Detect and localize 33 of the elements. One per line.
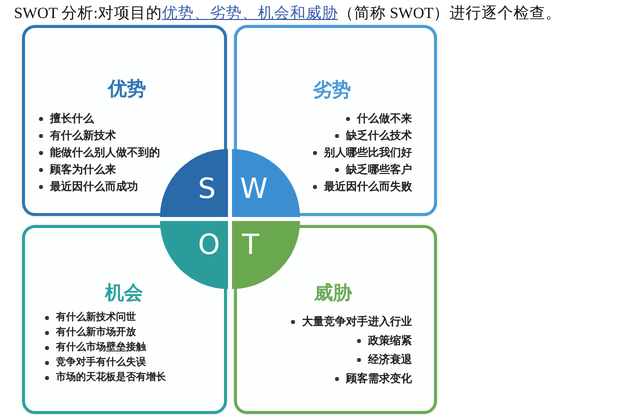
bullet-item: 市场的天花板是否有增长 [43, 370, 166, 385]
segment-letter: S [198, 175, 216, 203]
card-heading: 劣势 [313, 81, 351, 100]
quarter-circle-segment [232, 221, 300, 289]
bullet-item: 大量竞争对手进入行业 [289, 312, 412, 331]
bullet-item: 擅长什么 [37, 110, 94, 127]
bullet-item: 顾客为什么来 [37, 161, 116, 178]
bullet-item: 缺乏什么技术 [333, 127, 412, 144]
card-heading: 机会 [105, 284, 143, 303]
segment-letter: W [240, 175, 268, 203]
bullet-item: 什么做不来 [344, 110, 412, 127]
bullet-item: 别人哪些比我们好 [311, 144, 412, 161]
bullet-item: 能做什么别人做不到的 [37, 144, 160, 161]
bullet-item: 最近因什么而失败 [311, 178, 412, 195]
bullet-item: 竞争对手有什么失误 [43, 355, 146, 370]
bullet-item: 有什么新技术问世 [43, 310, 136, 325]
bullet-item: 有什么新技术 [37, 127, 116, 144]
bullet-item: 经济衰退 [355, 350, 412, 369]
bullet-item: 缺乏哪些客户 [333, 161, 412, 178]
quadrant-card [234, 225, 437, 414]
bullet-item: 最近因什么而成功 [37, 178, 138, 195]
quadrant-card [22, 25, 227, 216]
segment-letter: T [242, 231, 260, 259]
card-heading: 威胁 [314, 284, 352, 303]
bullet-item: 有什么新市场开放 [43, 325, 136, 340]
bullet-item: 政策缩紧 [355, 331, 412, 350]
quadrant-card [22, 225, 227, 414]
bullet-item: 有什么市场壁垒接触 [43, 340, 146, 355]
quadrant-card [234, 25, 437, 216]
title: SWOT 分析:对项目的优势、劣势、机会和威胁（简称 SWOT）进行逐个检查。 [14, 4, 563, 24]
segment-letter: O [198, 231, 220, 259]
card-heading: 优势 [108, 80, 146, 99]
bullet-item: 顾客需求变化 [333, 369, 412, 388]
